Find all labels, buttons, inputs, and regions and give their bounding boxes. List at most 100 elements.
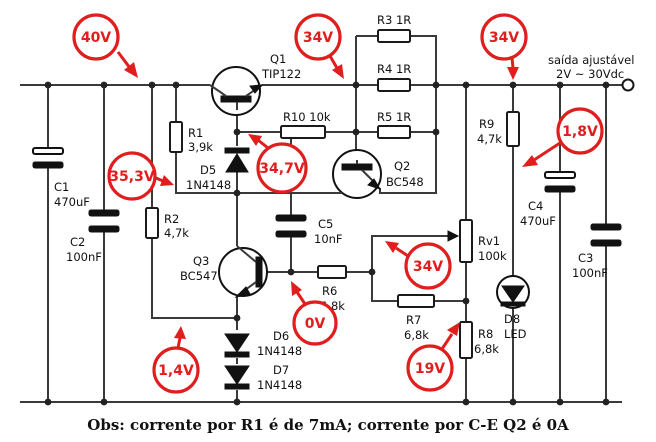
- r2-name: R2: [164, 212, 179, 226]
- diode-d6: [224, 333, 250, 358]
- q1-part: TIP122: [261, 67, 301, 81]
- arrow-vout: [510, 57, 515, 69]
- voltage-vin-text: 40V: [81, 30, 111, 46]
- junction-dot: [44, 398, 52, 406]
- footer-note: Obs: corrente por R1 é de 7mA; corrente …: [87, 416, 569, 434]
- resistor-r8: [459, 321, 473, 359]
- resistor-r7: [397, 294, 435, 308]
- c2-name: C2: [70, 235, 85, 249]
- voltage-bubble-d5: 34,7V: [256, 142, 308, 194]
- capacitor-c2: [88, 209, 120, 233]
- junction-dot: [368, 268, 376, 276]
- arrow-rv1: [395, 246, 409, 258]
- c1-value: 470uF: [54, 195, 90, 209]
- arrow-q3-base: [176, 337, 182, 349]
- d8-part: LED: [504, 327, 527, 341]
- voltage-q3-emitter-text: 0V: [305, 316, 326, 332]
- voltage-bubble-q1-emitter: 34V: [294, 13, 342, 61]
- q3-part: BC547: [180, 269, 218, 283]
- junction-dot: [233, 128, 241, 136]
- arrowhead-q3-emitter: [291, 281, 302, 296]
- q2-emitter-wire: [379, 132, 437, 194]
- r7-wire: [371, 272, 466, 302]
- arrowhead-q3-base: [174, 326, 186, 339]
- junction-dot: [233, 314, 241, 322]
- r7-value: 6,8k: [404, 328, 429, 342]
- junction-dot: [287, 268, 295, 276]
- arrowhead-d5: [248, 134, 262, 146]
- junction-dot: [462, 81, 470, 89]
- junction-dots: [44, 81, 610, 406]
- q2-name: Q2: [394, 159, 410, 173]
- resistor-r4: [377, 78, 411, 92]
- junction-dot: [44, 81, 52, 89]
- arrowhead-led: [522, 155, 538, 167]
- led-d8: [496, 275, 530, 309]
- voltage-rv1-text: 34V: [413, 259, 443, 275]
- resistor-r10: [280, 125, 326, 139]
- junction-dot: [556, 398, 564, 406]
- r7-name: R7: [406, 313, 421, 327]
- r9-value: 4,7k: [477, 132, 502, 146]
- transistor-q1: [209, 66, 264, 116]
- junction-dot: [556, 81, 564, 89]
- c1-name: C1: [54, 180, 69, 194]
- voltage-bubble-base: 35,3V: [107, 151, 157, 201]
- output-label-line1: saída ajustável: [548, 53, 634, 67]
- q1-name: Q1: [270, 52, 286, 66]
- trimpot-rv1: [447, 219, 473, 263]
- c5-value: 10nF: [314, 232, 343, 246]
- output-label-line2: 2V ~ 30Vdc: [556, 67, 624, 81]
- arrowhead-vout: [507, 67, 519, 80]
- r6-wire: [346, 235, 455, 273]
- voltage-base-text: 35,3V: [109, 169, 155, 185]
- voltage-vout-text: 34V: [489, 30, 519, 46]
- r8-value: 6,8k: [474, 342, 499, 356]
- d6-name: D6: [273, 329, 289, 343]
- arrow-divider: [440, 333, 454, 350]
- d5-name: D5: [200, 163, 216, 177]
- voltage-bubble-vout: 34V: [480, 13, 528, 61]
- junction-dot: [233, 398, 241, 406]
- junction-dot: [352, 128, 360, 136]
- r3-wire: [356, 35, 437, 132]
- capacitor-c3: [590, 223, 622, 247]
- voltage-bubble-q3-emitter: 0V: [292, 300, 338, 346]
- voltage-bubble-rv1: 34V: [404, 242, 452, 290]
- junction-dot: [462, 398, 470, 406]
- rv1-value: 100k: [478, 249, 507, 263]
- r1-name: R1: [188, 126, 203, 140]
- junction-dot: [172, 81, 180, 89]
- output-terminal-icon: [621, 78, 635, 92]
- d7-name: D7: [273, 363, 289, 377]
- c5-name: C5: [318, 217, 333, 231]
- r4-label: R4 1R: [377, 62, 411, 76]
- d8-name: D8: [504, 312, 520, 326]
- junction-dot: [148, 81, 156, 89]
- voltage-q1-emitter-text: 34V: [303, 30, 333, 46]
- arrow-led: [533, 141, 561, 162]
- capacitor-c1: [32, 147, 64, 169]
- diode-d5: [224, 147, 250, 173]
- component-labels: C1 470uF C2 100nF R1 3,9k R2 4,7k D5 1N4…: [54, 13, 634, 392]
- junction-dot: [100, 398, 108, 406]
- junction-dot: [432, 128, 440, 136]
- transistor-q3: [218, 245, 268, 298]
- arrow-q3-emitter: [295, 291, 307, 305]
- q2-part: BC548: [386, 175, 424, 189]
- transistor-q2: [330, 149, 382, 199]
- voltage-bubble-led: 1,8V: [556, 107, 604, 155]
- c3-value: 100nF: [572, 266, 608, 280]
- d6-part: 1N4148: [257, 344, 302, 358]
- arrowhead-rv1: [385, 241, 399, 253]
- r8-name: R8: [478, 327, 493, 341]
- resistor-r9: [506, 111, 520, 147]
- arrowhead-base: [160, 175, 174, 186]
- junction-dot: [352, 81, 360, 89]
- r6-name: R6: [322, 284, 337, 298]
- r5-label: R5 1R: [377, 110, 411, 124]
- q3-name: Q3: [193, 254, 209, 268]
- c4-name: C4: [528, 199, 543, 213]
- r2-value: 4,7k: [164, 226, 189, 240]
